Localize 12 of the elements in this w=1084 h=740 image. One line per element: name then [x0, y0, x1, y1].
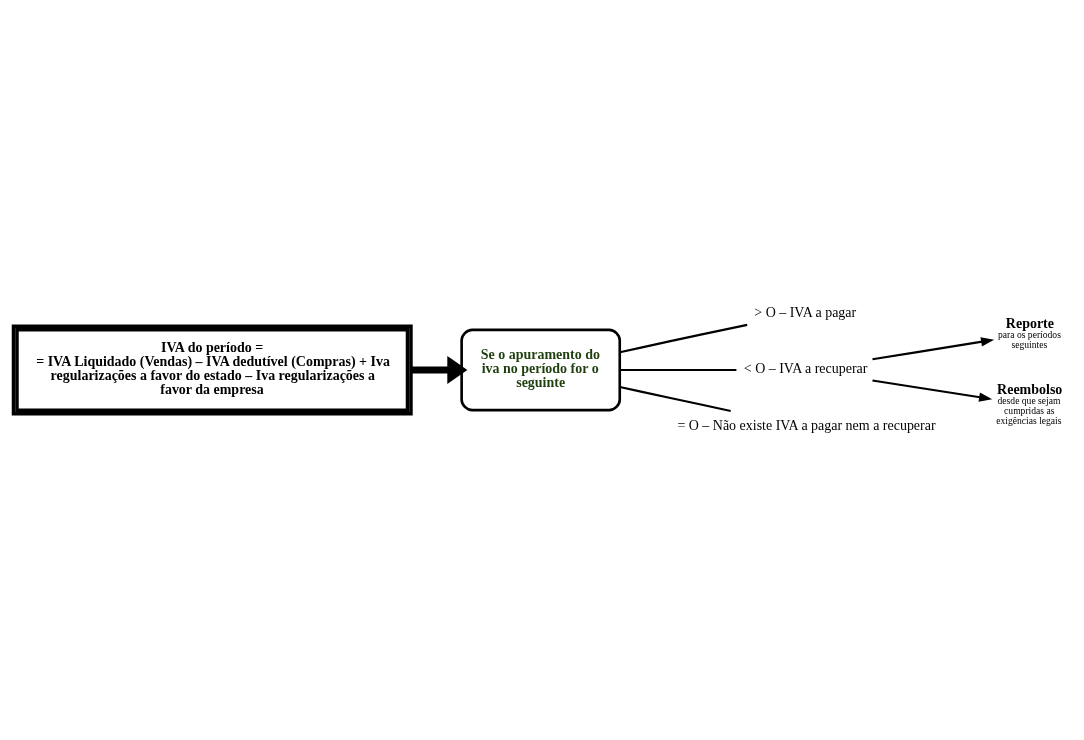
node-text: = O – Não existe IVA a pagar nem a recuperar: [677, 418, 936, 434]
connector: [619, 385, 731, 413]
arrow: [872, 379, 993, 402]
node-text: Reembolso desde que sejam cumpridas as exigências legais: [996, 381, 1063, 426]
arrow: [872, 337, 995, 361]
connector: [619, 323, 748, 354]
node-text: Reporte para os períodos seguintes: [998, 315, 1061, 350]
node-box: Se o apuramento do iva no período for o seguinte: [460, 328, 622, 412]
arrow: [411, 355, 468, 385]
node-text: > O – IVA a pagar: [754, 304, 857, 320]
node-text: < O – IVA a recuperar: [743, 361, 868, 377]
connector: [619, 368, 737, 372]
